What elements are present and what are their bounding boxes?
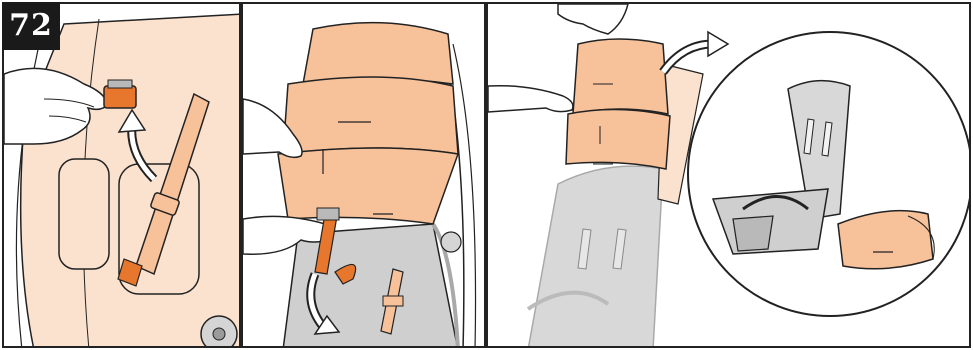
harness-buckle — [104, 86, 136, 108]
shoulder-pad-left — [59, 159, 109, 269]
removed-seat-cover — [838, 211, 933, 269]
crotch-buckle — [317, 208, 339, 220]
shell-harness-clip — [383, 296, 403, 306]
hand-left — [488, 86, 573, 112]
seat-cover-lower — [566, 109, 670, 169]
seat-cover-body — [283, 77, 458, 154]
step-number-badge: 72 — [2, 2, 60, 50]
seat-cover-top — [303, 23, 453, 84]
result-detail-circle — [688, 32, 971, 316]
buckle-clip — [108, 80, 132, 88]
panel-3-illustration — [488, 4, 971, 348]
seat-cover-lower — [278, 148, 458, 224]
panel-unbuckle-harness — [2, 2, 241, 348]
panel-remove-seat-cover — [486, 2, 971, 348]
panel-2-illustration — [243, 4, 486, 348]
curved-right-arrow-icon — [663, 32, 728, 72]
seat-cover — [573, 39, 668, 114]
bare-seat-footrest — [733, 216, 773, 251]
hand-top — [558, 4, 628, 34]
panel-1-illustration — [4, 4, 241, 348]
panel-detach-crotch-strap — [241, 2, 486, 348]
wheel-hub — [441, 232, 461, 252]
seat-shell — [528, 166, 663, 348]
